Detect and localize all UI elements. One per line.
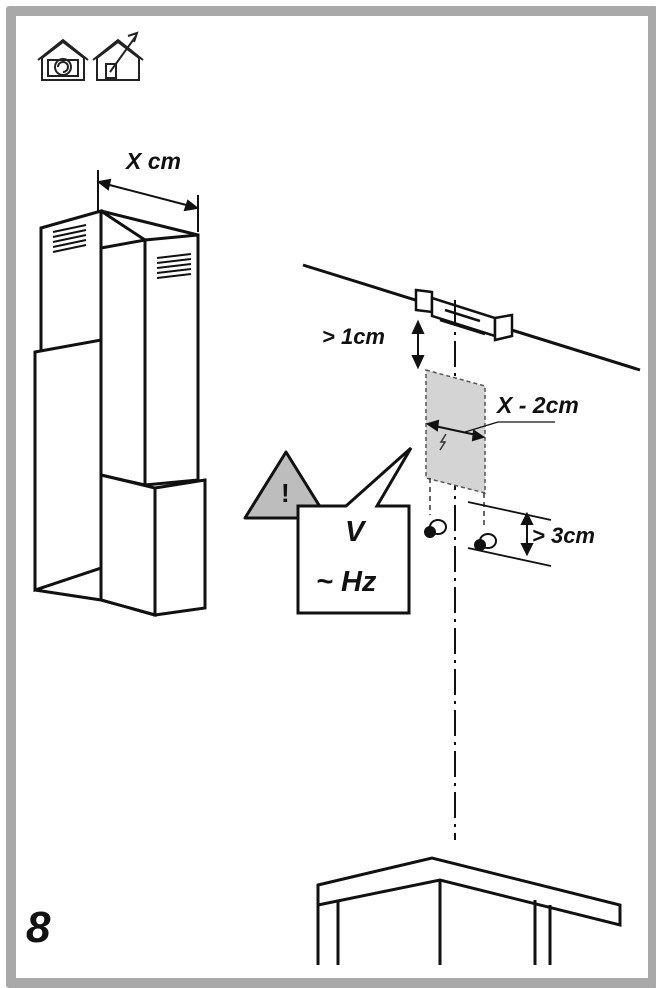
chimney-cover [33, 209, 207, 617]
screw-reference-line [467, 501, 552, 521]
kitchen-cabinet [316, 856, 622, 965]
frequency-label: ~ Hz [316, 566, 377, 598]
voltage-label: V [345, 516, 365, 548]
top-gap-dimension [411, 319, 425, 370]
electrical-spec-callout [296, 446, 413, 615]
width-dimension [96, 170, 200, 232]
vent-grille [52, 224, 192, 279]
screw-gap-label: > 3cm [532, 523, 595, 548]
width-label: X cm [126, 148, 181, 174]
wall-plug-screws [424, 519, 497, 551]
socket-width-dimension [425, 419, 555, 442]
warning-triangle-icon [243, 450, 329, 520]
screw-axis-line [467, 547, 552, 567]
house-duct-icon [92, 31, 144, 81]
socket-width-label: X - 2cm [497, 392, 579, 418]
top-gap-label: > 1cm [322, 324, 385, 349]
house-recirculation-icon [37, 38, 89, 81]
mounting-bracket [414, 288, 514, 342]
warning-exclamation: ! [281, 478, 290, 508]
step-number: 8 [26, 903, 51, 952]
screw-gap-dimension [520, 511, 534, 557]
